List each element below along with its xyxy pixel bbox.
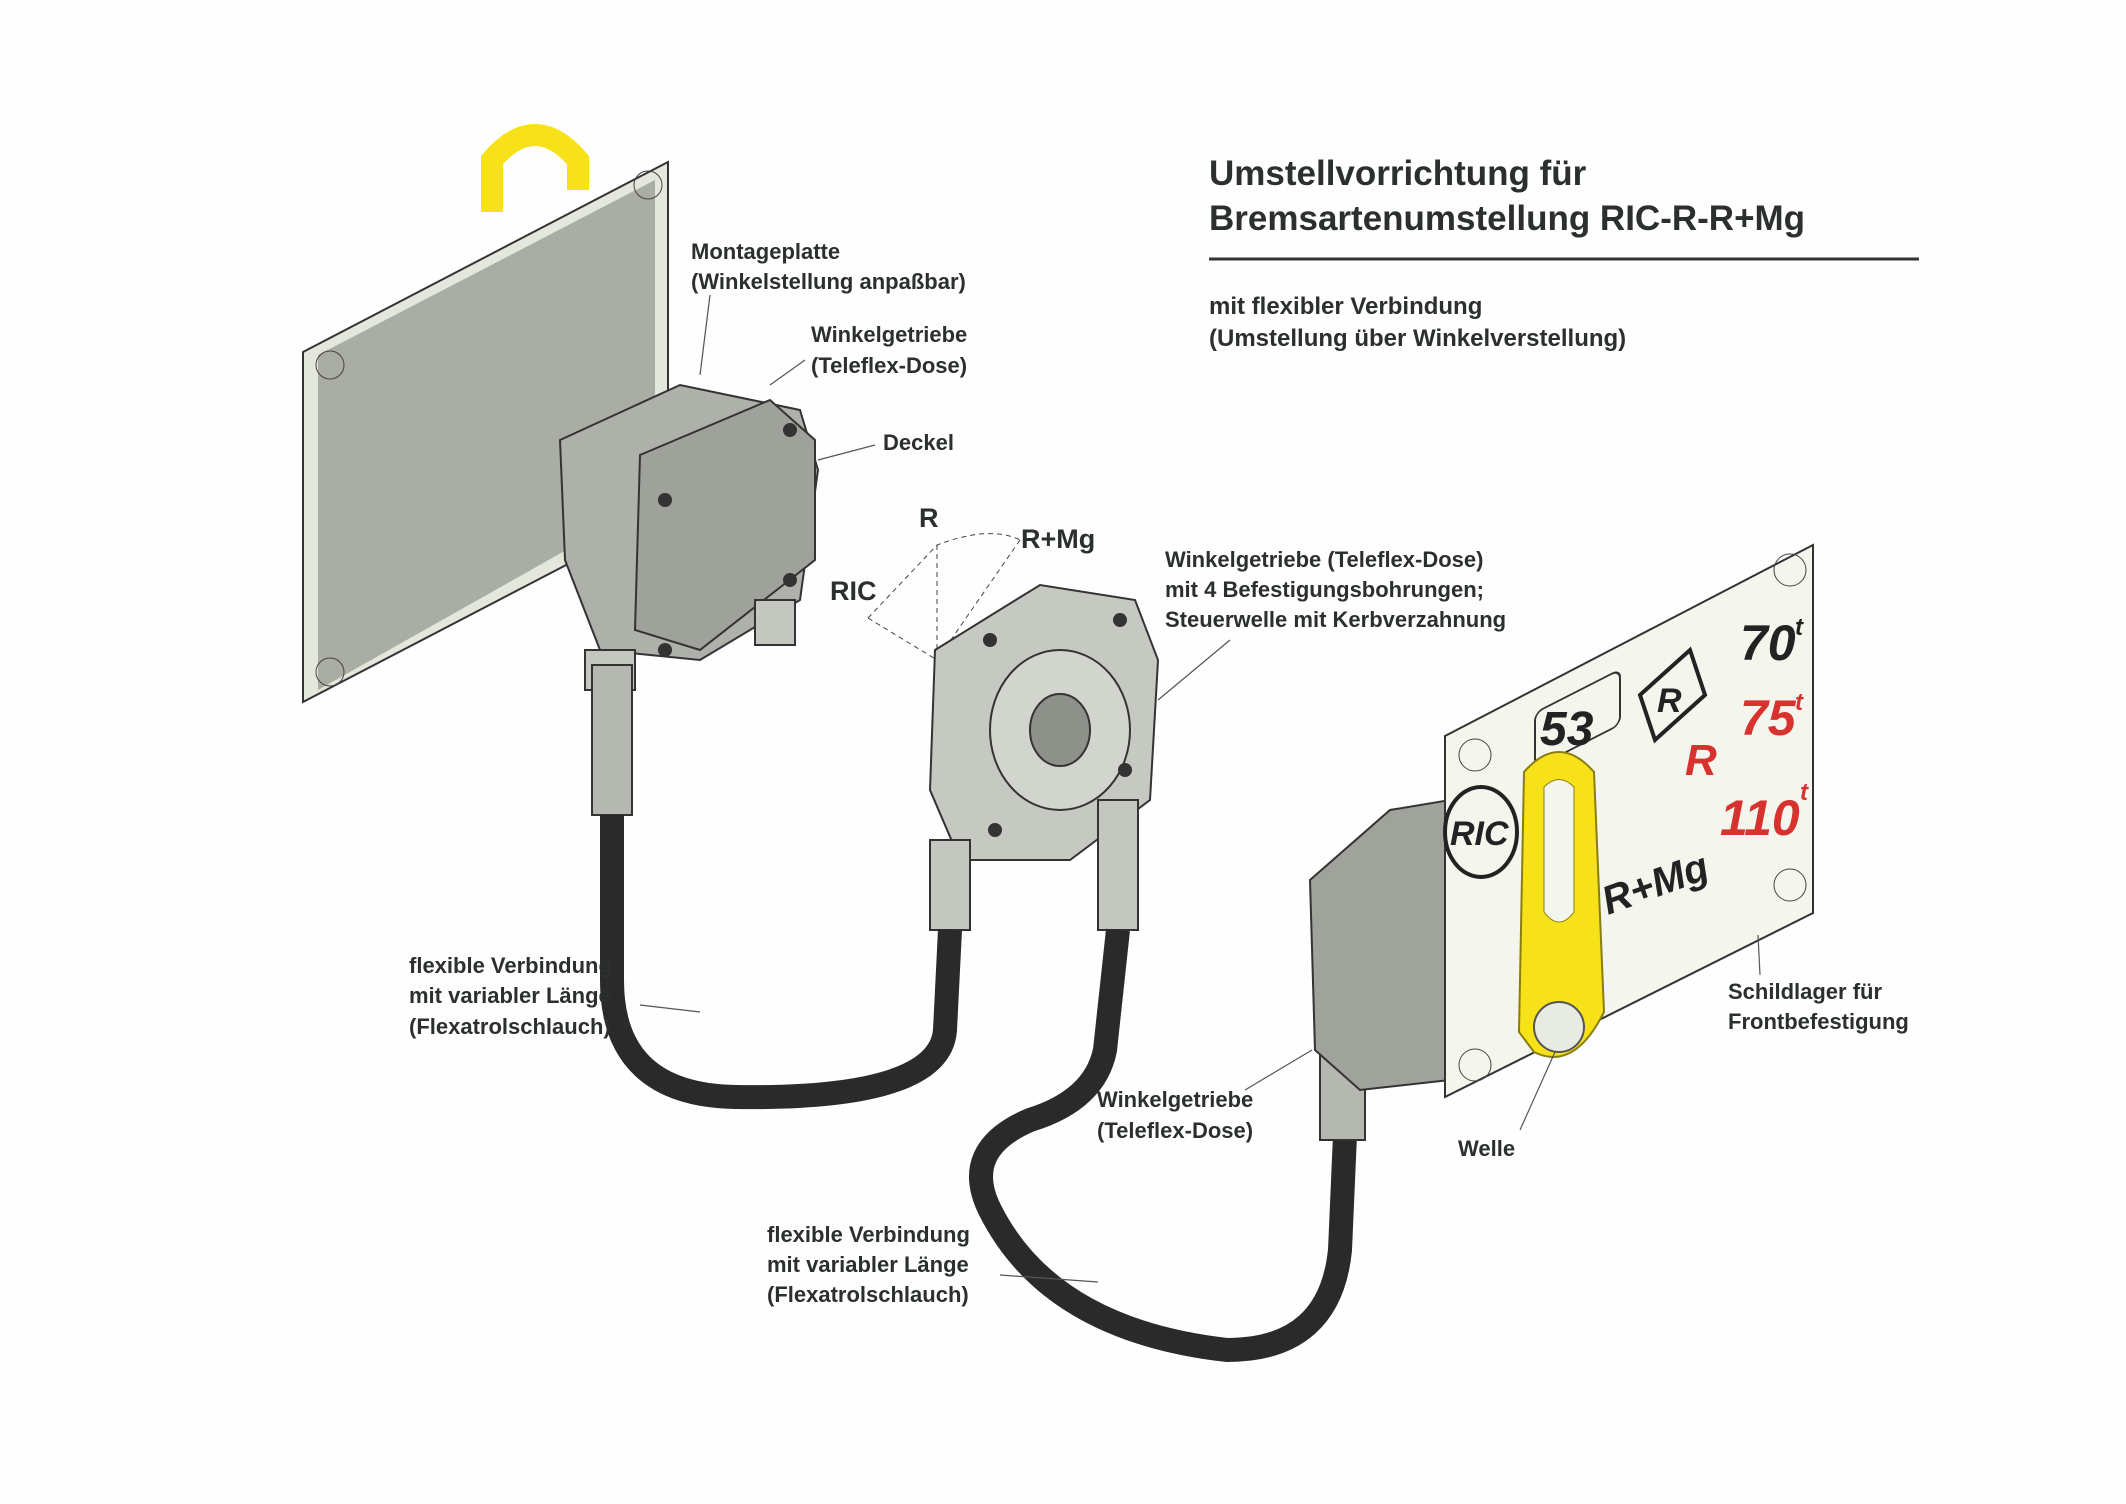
gearbox-middle xyxy=(928,583,1160,931)
label-winkelgetriebe-top-2: (Teleflex-Dose) xyxy=(811,353,967,378)
label-deckel: Deckel xyxy=(883,430,954,455)
plate-unit-75: t xyxy=(1795,689,1804,716)
label-winkelgetriebe-bottom-2: (Teleflex-Dose) xyxy=(1097,1118,1253,1143)
flexatrol-hose-bottom xyxy=(969,928,1357,1363)
hose-fitting-left xyxy=(591,664,633,816)
label-flex-left-1: flexible Verbindung xyxy=(409,953,612,978)
gearbox-bottom xyxy=(1308,798,1451,1092)
plate-unit-70: t xyxy=(1795,614,1804,641)
plate-weight-53: 53 xyxy=(1540,703,1594,756)
position-ric-label: RIC xyxy=(830,576,877,606)
plate-unit-110: t xyxy=(1800,779,1809,806)
label-schildlager-1: Schildlager für xyxy=(1728,979,1882,1004)
label-winkelgetriebe-mid-1: Winkelgetriebe (Teleflex-Dose) xyxy=(1165,547,1483,572)
yellow-lever xyxy=(1517,751,1606,1058)
plate-weight-75: 75 xyxy=(1740,690,1797,746)
plate-weight-110: 110 xyxy=(1720,790,1800,846)
plate-r-mark: R xyxy=(1657,682,1682,720)
label-flex-bottom-2: mit variabler Länge xyxy=(767,1252,969,1277)
yellow-lever-top xyxy=(481,124,589,212)
ric-oval xyxy=(1443,785,1519,879)
label-flex-left-3: (Flexatrolschlauch) xyxy=(409,1014,611,1039)
flexatrol-hose-left xyxy=(600,815,962,1110)
label-welle: Welle xyxy=(1458,1136,1515,1161)
label-montageplatte-1: Montageplatte xyxy=(691,239,840,264)
label-winkelgetriebe-mid-2: mit 4 Befestigungsbohrungen; xyxy=(1165,577,1484,602)
title-line-1: Umstellvorrichtung für xyxy=(1209,154,1587,193)
shaft-welle xyxy=(1533,1001,1585,1053)
plate-weight-70: 70 xyxy=(1740,615,1796,671)
subtitle-line-2: (Umstellung über Winkelverstellung) xyxy=(1209,325,1626,352)
label-winkelgetriebe-top-1: Winkelgetriebe xyxy=(811,322,967,347)
label-schildlager-2: Frontbefestigung xyxy=(1728,1009,1909,1034)
plate-ric: RIC xyxy=(1450,815,1509,853)
position-r-label: R xyxy=(919,503,939,533)
label-winkelgetriebe-bottom-1: Winkelgetriebe xyxy=(1097,1087,1253,1112)
gearbox-top xyxy=(558,383,820,691)
plate-r-red: R xyxy=(1685,736,1717,785)
label-flex-left-2: mit variabler Länge xyxy=(409,983,611,1008)
label-flex-bottom-1: flexible Verbindung xyxy=(767,1222,970,1247)
label-winkelgetriebe-mid-3: Steuerwelle mit Kerbverzahnung xyxy=(1165,607,1506,632)
title-line-2: Bremsartenumstellung RIC-R-R+Mg xyxy=(1209,199,1805,238)
label-flex-bottom-3: (Flexatrolschlauch) xyxy=(767,1282,969,1307)
position-rmg-label: R+Mg xyxy=(1021,524,1095,554)
subtitle-line-1: mit flexibler Verbindung xyxy=(1209,293,1482,320)
r-diamond-mark xyxy=(1637,646,1708,744)
label-montageplatte-2: (Winkelstellung anpaßbar) xyxy=(691,269,966,294)
